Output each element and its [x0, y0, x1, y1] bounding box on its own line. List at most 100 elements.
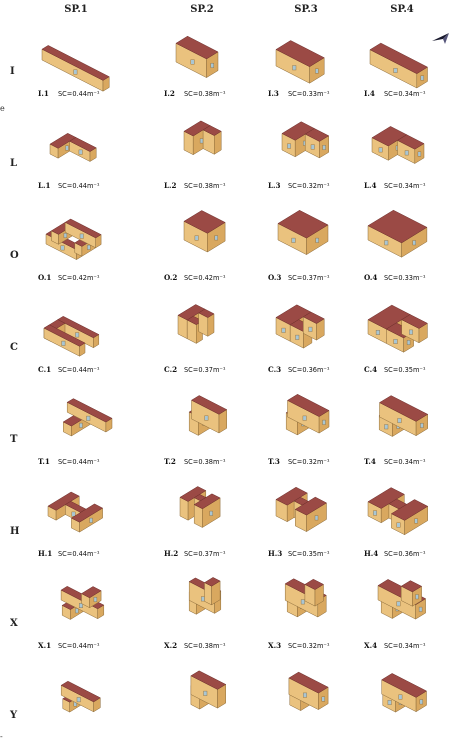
shape-coefficient: SC=0.44m⁻¹ — [58, 182, 100, 190]
building-code: L.1 — [38, 181, 58, 190]
building-massing-i-1 — [32, 18, 136, 92]
shape-coefficient: SC=0.33m⁻¹ — [384, 274, 426, 282]
building-cell-l-1: L.1SC=0.44m⁻¹ — [32, 110, 136, 198]
building-massing-y-1 — [32, 662, 136, 736]
building-massing-i-4 — [358, 18, 454, 92]
building-cell-x-3: X.3SC=0.32m⁻¹ — [262, 570, 366, 658]
building-block — [42, 45, 109, 91]
building-caption: C.2SC=0.37m⁻¹ — [164, 365, 264, 377]
building-code: I.2 — [164, 89, 184, 98]
building-code: C.2 — [164, 365, 184, 374]
building-massing-y-3 — [262, 662, 366, 736]
building-cell-y-3 — [262, 662, 366, 750]
building-block — [205, 577, 221, 605]
building-code: L.4 — [364, 181, 384, 190]
building-code: H.3 — [268, 549, 288, 558]
building-cell-i-2: I.2SC=0.38m⁻¹ — [158, 18, 262, 106]
building-code: T.4 — [364, 457, 384, 466]
building-massing-c-3 — [262, 294, 366, 368]
building-block — [278, 210, 328, 254]
shape-coefficient: SC=0.38m⁻¹ — [184, 90, 226, 98]
shape-coefficient: SC=0.32m⁻¹ — [288, 642, 330, 650]
building-massing-t-4 — [358, 386, 454, 460]
building-code: T.2 — [164, 457, 184, 466]
building-massing-h-2 — [158, 478, 262, 552]
building-massing-l-4 — [358, 110, 454, 184]
building-block — [305, 579, 324, 606]
building-caption: C.3SC=0.36m⁻¹ — [268, 365, 368, 377]
building-cell-c-3: C.3SC=0.36m⁻¹ — [262, 294, 366, 382]
shape-coefficient: SC=0.44m⁻¹ — [58, 366, 100, 374]
shape-coefficient: SC=0.44m⁻¹ — [58, 90, 100, 98]
building-code: L.3 — [268, 181, 288, 190]
building-code: H.2 — [164, 549, 184, 558]
building-massing-x-1 — [32, 570, 136, 644]
building-cell-y-4 — [358, 662, 454, 750]
building-massing-y-4 — [358, 662, 454, 736]
building-block — [305, 129, 329, 158]
building-block — [368, 210, 427, 257]
building-block — [276, 41, 324, 84]
building-code: O.4 — [364, 273, 384, 282]
building-code: I.3 — [268, 89, 288, 98]
building-caption: H.4SC=0.36m⁻¹ — [364, 549, 454, 561]
shape-coefficient: SC=0.34m⁻¹ — [384, 182, 426, 190]
building-code: X.2 — [164, 641, 184, 650]
building-code: X.4 — [364, 641, 384, 650]
building-massing-c-1 — [32, 294, 136, 368]
building-block — [199, 309, 214, 336]
building-massing-x-2 — [158, 570, 262, 644]
building-block — [203, 126, 221, 155]
building-cell-h-3: H.3SC=0.35m⁻¹ — [262, 478, 366, 566]
shape-coefficient: SC=0.38m⁻¹ — [184, 458, 226, 466]
row-label-t: T — [10, 434, 24, 445]
building-caption: O.4SC=0.33m⁻¹ — [364, 273, 454, 285]
shape-coefficient: SC=0.35m⁻¹ — [384, 366, 426, 374]
building-code: L.2 — [164, 181, 184, 190]
shape-coefficient: SC=0.34m⁻¹ — [384, 642, 426, 650]
building-code: T.1 — [38, 457, 58, 466]
column-header-sp1: SP.1 — [46, 4, 106, 15]
shape-coefficient: SC=0.37m⁻¹ — [288, 274, 330, 282]
building-cell-t-2: T.2SC=0.38m⁻¹ — [158, 386, 262, 474]
shape-coefficient: SC=0.35m⁻¹ — [288, 550, 330, 558]
building-caption: I.4SC=0.34m⁻¹ — [364, 89, 454, 101]
building-block — [70, 137, 97, 161]
row-label-l: L — [10, 158, 24, 169]
shape-coefficient: SC=0.37m⁻¹ — [184, 366, 226, 374]
stray-mark: e — [0, 104, 5, 113]
building-code: C.1 — [38, 365, 58, 374]
stray-mark: - — [0, 732, 3, 741]
shape-coefficient: SC=0.44m⁻¹ — [58, 550, 100, 558]
building-massing-h-4 — [358, 478, 454, 552]
building-massing-o-3 — [262, 202, 366, 276]
shape-coefficient: SC=0.38m⁻¹ — [184, 182, 226, 190]
building-block — [398, 135, 425, 164]
row-label-x: X — [10, 618, 24, 629]
building-caption: O.2SC=0.42m⁻¹ — [164, 273, 264, 285]
shape-coefficient: SC=0.44m⁻¹ — [58, 642, 100, 650]
